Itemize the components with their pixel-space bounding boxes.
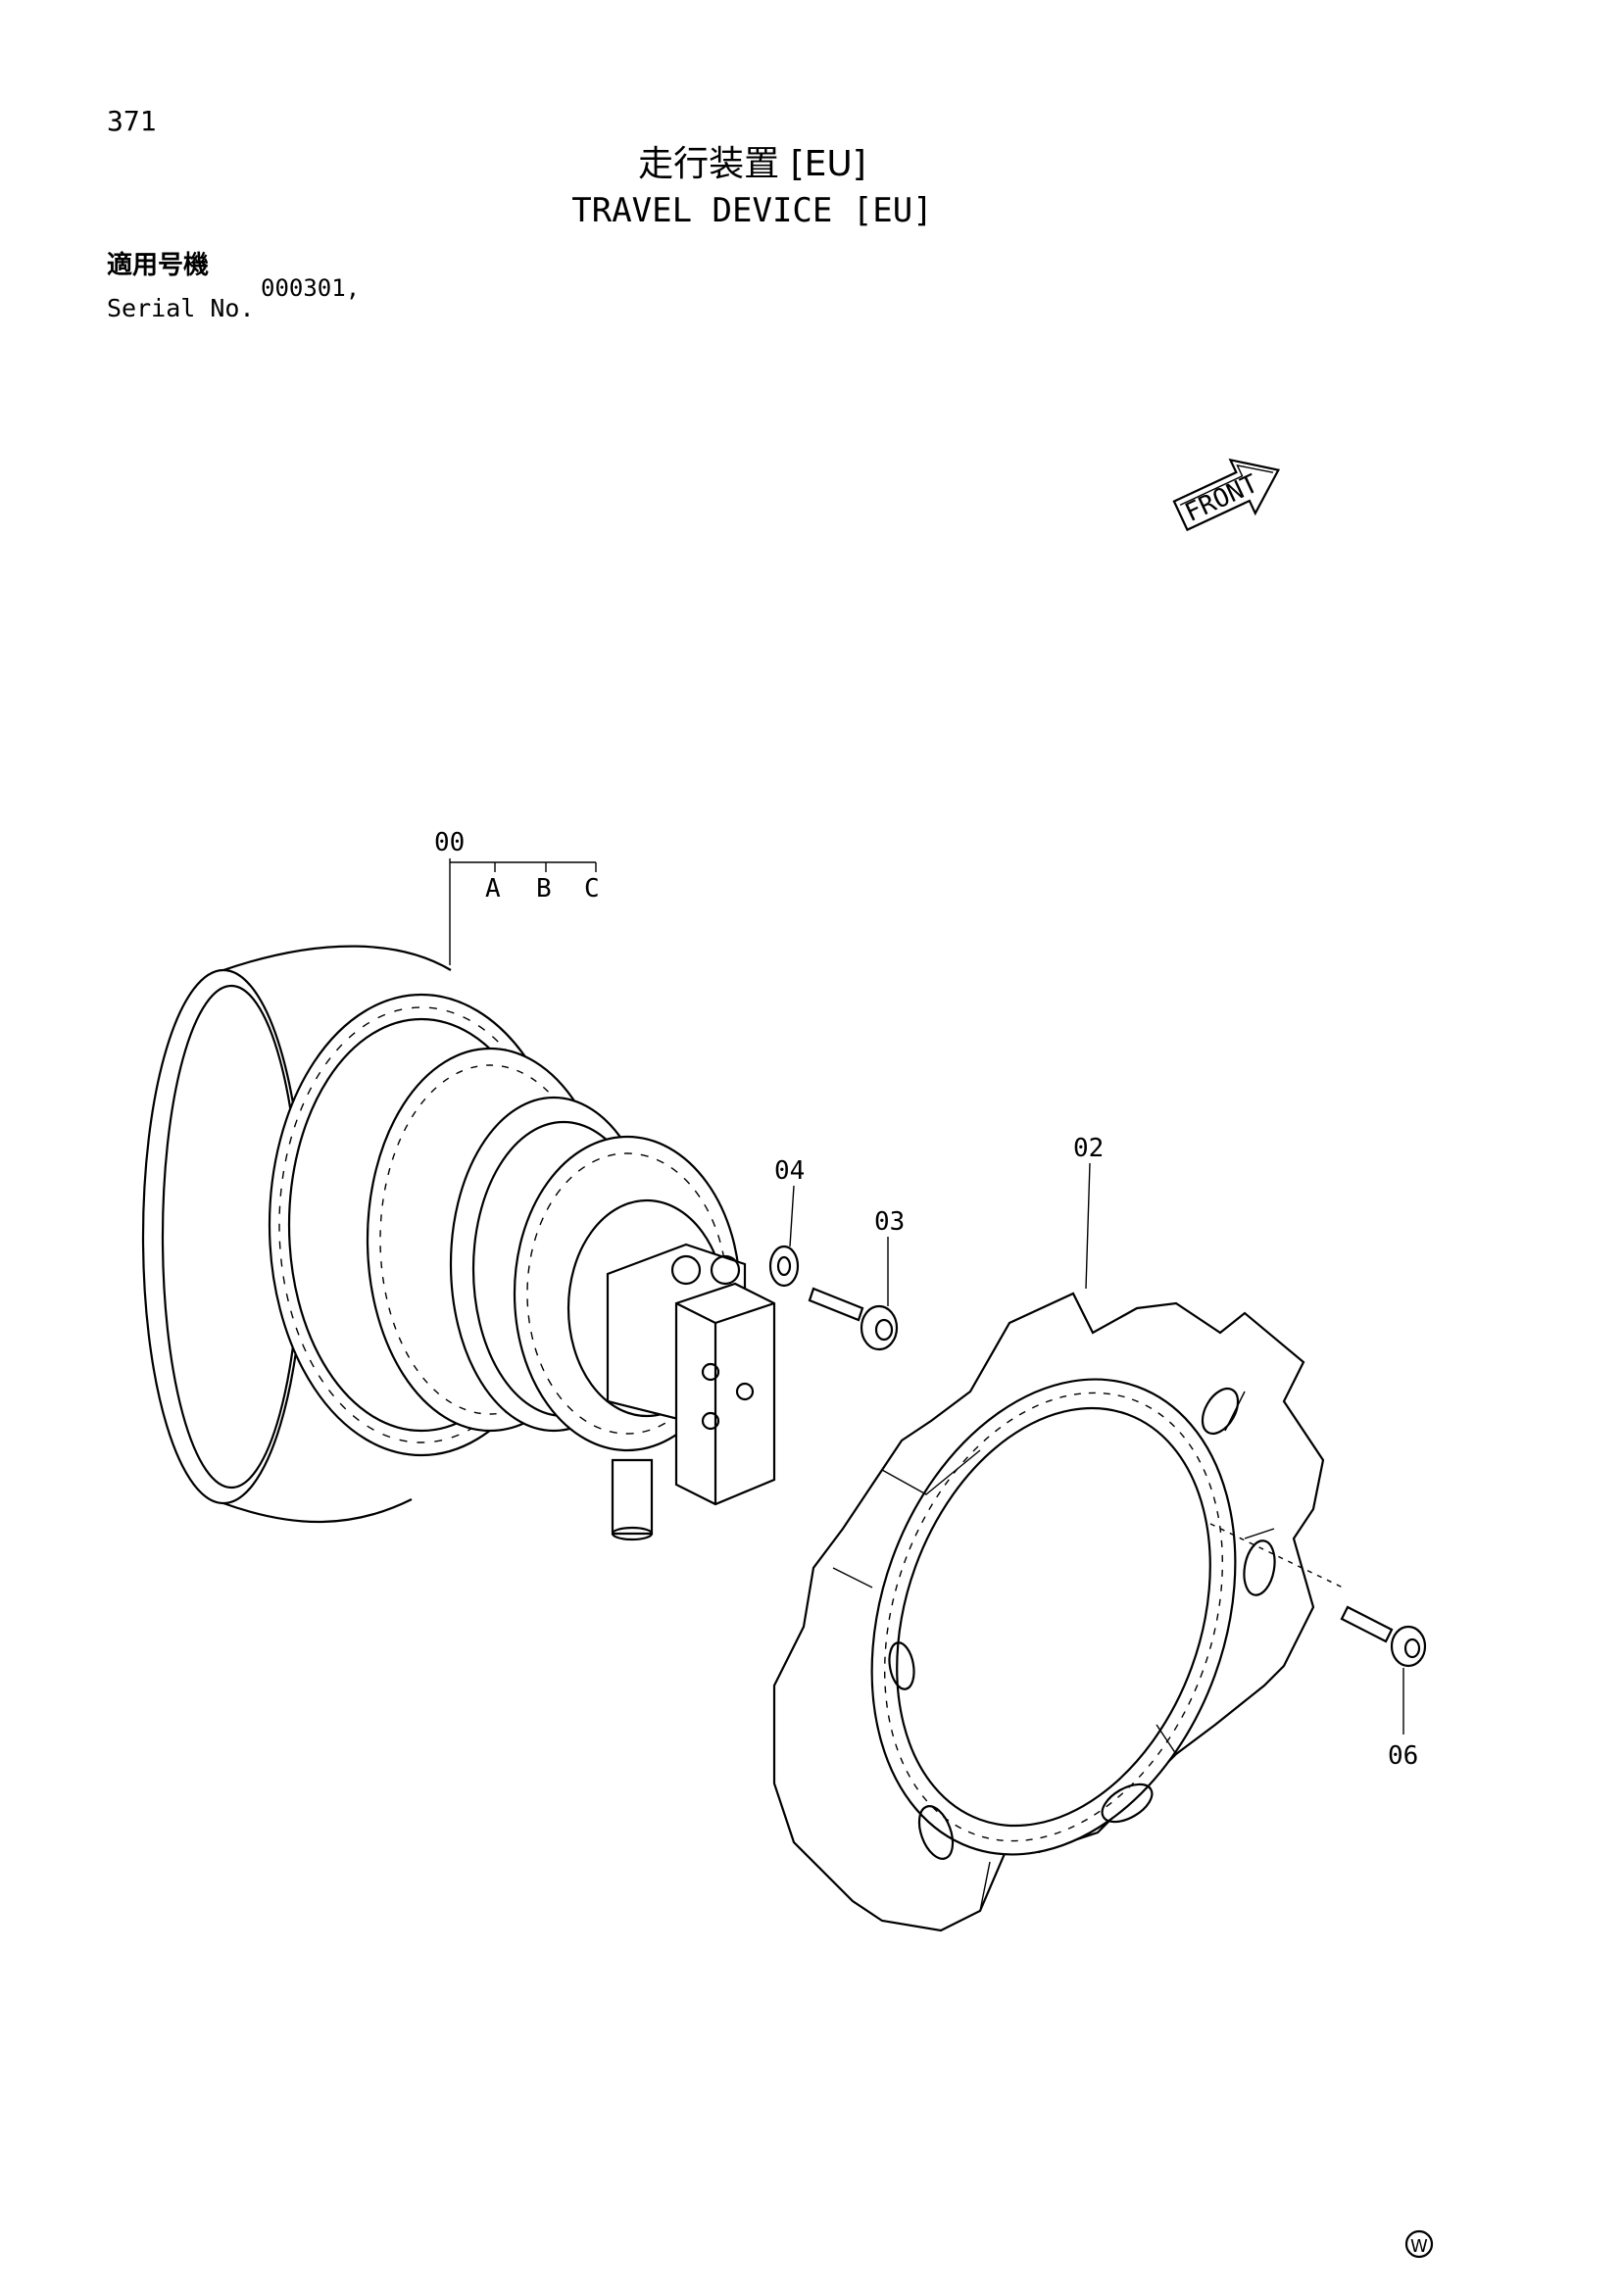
front-arrow-icon: FRONT bbox=[1172, 458, 1281, 532]
front-label: FRONT bbox=[1181, 469, 1263, 528]
callout-00: 00 bbox=[434, 828, 465, 857]
washer-part: 04 bbox=[768, 1156, 805, 1288]
page-title: TRAVEL DEVICE [EU] bbox=[571, 191, 933, 230]
serial-label-japanese: 適用号機 bbox=[107, 251, 210, 280]
travel-motor-assembly bbox=[141, 945, 776, 1541]
sprocket-part: 02 bbox=[772, 1134, 1344, 1932]
callout-04: 04 bbox=[774, 1156, 805, 1186]
bolt-part: 03 bbox=[808, 1207, 905, 1351]
page-title-japanese: 走行装置 [EU] bbox=[638, 144, 866, 184]
svg-text:W: W bbox=[1410, 2236, 1428, 2257]
callout-03: 03 bbox=[874, 1207, 905, 1237]
callout-assembly: 00 A B C bbox=[434, 828, 600, 965]
callout-b: B bbox=[536, 874, 552, 904]
callout-06: 06 bbox=[1388, 1741, 1418, 1771]
callout-c: C bbox=[584, 874, 600, 904]
callout-02: 02 bbox=[1073, 1134, 1104, 1163]
circled-w-mark: W bbox=[1404, 2229, 1434, 2259]
serial-label: Serial No. bbox=[107, 294, 255, 322]
callout-a: A bbox=[485, 874, 501, 904]
sprocket-bolt-part: 06 bbox=[1340, 1605, 1427, 1771]
page-number: 371 bbox=[107, 105, 157, 137]
serial-number-value: 000301, bbox=[261, 274, 361, 302]
